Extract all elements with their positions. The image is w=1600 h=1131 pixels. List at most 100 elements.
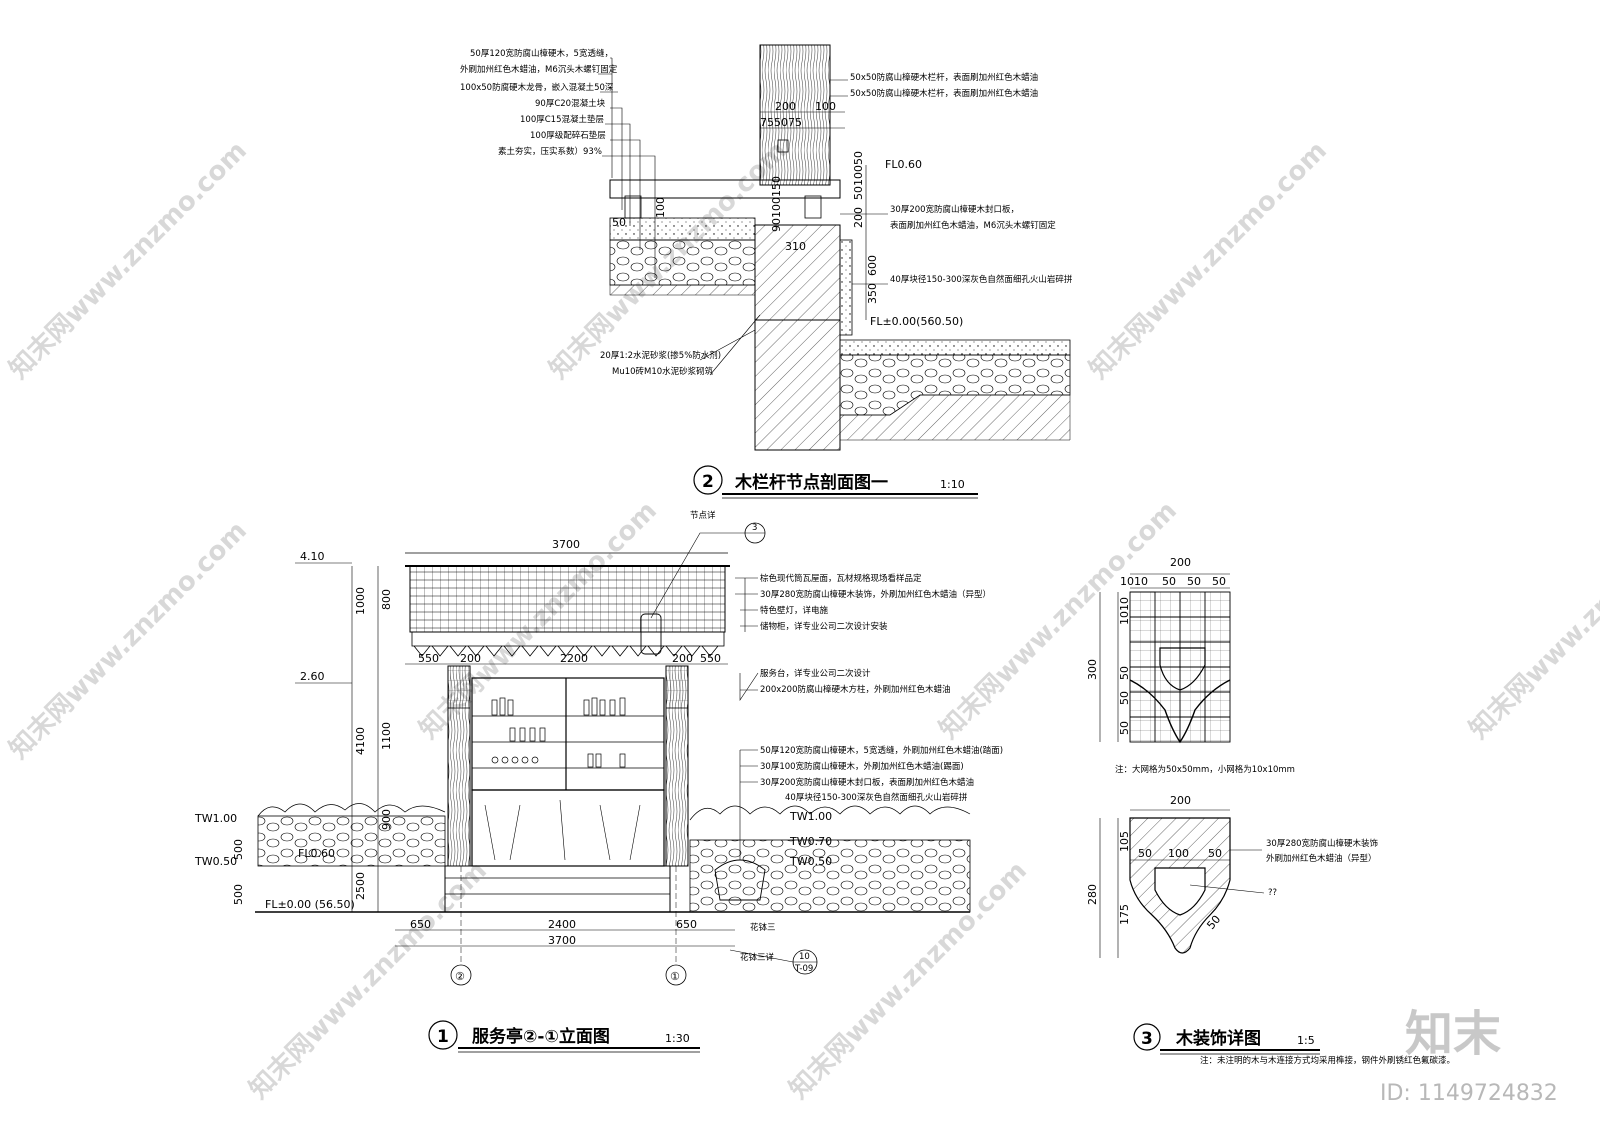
dim: 50 xyxy=(1118,721,1131,735)
dim: 50 xyxy=(1187,575,1201,588)
railing-post xyxy=(759,44,831,186)
level-label: FL±0.00(560.50) xyxy=(870,315,963,328)
dim: 50 xyxy=(1208,847,1222,860)
title-number: 1 xyxy=(437,1027,449,1047)
dim: 100 xyxy=(1168,847,1189,860)
note: 40厚块径150-300深灰色自然面细孔火山岩碎拼 xyxy=(890,274,1073,285)
brand-logo: 知末 xyxy=(1405,1006,1501,1062)
ref-tag: 节点详 xyxy=(690,510,716,521)
watermark-text: 知末网www.znzmo.com xyxy=(4,136,253,385)
axis-label: ① xyxy=(670,970,680,983)
brand-watermark: 知末 ID: 1149724832 xyxy=(1380,1006,1558,1106)
level-label: TW1.00 xyxy=(194,812,237,825)
drawing-1-left-dims: 1000 800 4100 2500 1100 900 500 500 4.10… xyxy=(194,550,832,912)
drawing-1-bottom-dims: 650 2400 650 3700 ② ① xyxy=(395,866,735,986)
dim: 2400 xyxy=(548,918,576,931)
note: 外刷加州红色木蜡油，M6沉头木螺钉固定 xyxy=(460,64,618,75)
level-label: TW0.50 xyxy=(194,855,237,868)
storage-cabinet xyxy=(471,677,665,791)
dim: 310 xyxy=(785,240,806,253)
note: 30厚200宽防腐山樟硬木封口板，表面刷加州红色木蜡油 xyxy=(760,777,974,788)
dim: 200 xyxy=(1170,794,1191,807)
watermark-text: 知末网www.znzmo.com xyxy=(4,516,253,765)
drawing-2-left-notes: 50厚120宽防腐山樟硬木，5宽透缝， 外刷加州红色木蜡油，M6沉头木螺钉固定 … xyxy=(460,48,656,278)
note: 100厚C15混凝土垫层 xyxy=(520,114,604,125)
dim: 600 xyxy=(866,255,879,276)
dim: 5010050 xyxy=(852,151,865,200)
drawing-2-right-notes: 50x50防腐山樟硬木栏杆，表面刷加州红色木蜡油 50x50防腐山樟硬木栏杆，表… xyxy=(830,72,1073,285)
note: 棕色现代筒瓦屋面，瓦材规格现场看样品定 xyxy=(760,573,922,584)
dim: 2200 xyxy=(560,652,588,665)
note: 素土夯实，压实系数）93% xyxy=(498,146,602,157)
dim: 1010 xyxy=(1118,597,1131,625)
dim: 4100 xyxy=(354,727,367,755)
dim: 50 xyxy=(1138,847,1152,860)
drawing-1-sub-dims: 550 200 2200 200 550 xyxy=(405,652,728,665)
dim: 755075 xyxy=(760,116,802,129)
note: 90厚C20混凝土块 xyxy=(535,98,606,109)
note: 100x50防腐硬木龙骨，嵌入混凝土50深 xyxy=(460,82,614,93)
dim: 105 xyxy=(1118,831,1131,852)
level-label: 2.60 xyxy=(300,670,325,683)
note: 30厚280宽防腐山樟硬木装饰 xyxy=(1266,838,1379,849)
dim: 1100 xyxy=(380,722,393,750)
detail-reference-3: 3 节点详 xyxy=(650,510,766,619)
note: 100厚级配碎石垫层 xyxy=(530,130,606,141)
title-text: 服务亭②-①立面图 xyxy=(472,1026,610,1047)
note: 外刷加州红色木蜡油（异型） xyxy=(1266,853,1377,864)
dim: 200 xyxy=(672,652,693,665)
title-scale: 1:30 xyxy=(665,1032,690,1045)
level-label: 4.10 xyxy=(300,550,325,563)
roof-fascia-scallops xyxy=(411,631,725,657)
dim: 200 xyxy=(852,207,865,228)
dim: 50 xyxy=(1162,575,1176,588)
note: ?? xyxy=(1268,888,1277,898)
axis-label: ② xyxy=(455,970,465,983)
note: 20厚1:2水泥砂浆(掺5%防水剂) xyxy=(600,350,721,361)
dim: 100 xyxy=(654,197,667,218)
title-scale: 1:10 xyxy=(940,478,965,491)
dim: 50 xyxy=(1118,666,1131,680)
drawing-2-section: 50厚120宽防腐山樟硬木，5宽透缝， 外刷加州红色木蜡油，M6沉头木螺钉固定 … xyxy=(460,44,1073,499)
title-text: 木栏杆节点剖面图一 xyxy=(734,472,888,493)
title-number: 3 xyxy=(1141,1029,1153,1049)
level-label: TW0.70 xyxy=(789,835,832,848)
dim: 3700 xyxy=(552,538,580,551)
note: 40厚块径150-300深灰色自然面细孔火山岩碎拼 xyxy=(785,792,968,803)
level-label: TW1.00 xyxy=(789,810,832,823)
drawing-3-title: 3 木装饰详图 1:5 xyxy=(1133,1023,1320,1055)
dim: 280 xyxy=(1086,884,1099,905)
brick-wall xyxy=(754,224,841,451)
dim: 500 xyxy=(232,839,245,860)
dim: 50 xyxy=(1118,691,1131,705)
drawing-1-elevation: 3700 xyxy=(194,510,1003,1053)
brand-id: ID: 1149724832 xyxy=(1380,1081,1558,1106)
dim: 90100150 xyxy=(770,176,783,232)
dim: 175 xyxy=(1118,904,1131,925)
note: 30厚280宽防腐山樟硬木装饰，外刷加州红色木蜡油（异型） xyxy=(760,589,991,600)
dim: 2500 xyxy=(354,872,367,900)
dim: 1000 xyxy=(354,587,367,615)
note: Mu10砖M10水泥砂浆砌筑 xyxy=(612,366,714,377)
flower-pot xyxy=(714,859,766,901)
ref-sheet: T-09 xyxy=(794,964,813,974)
note: 储物柜，详专业公司二次设计安装 xyxy=(760,621,888,632)
detail-reference-10: 10 T-09 花钵三详 xyxy=(729,949,818,975)
note: 30厚200宽防腐山樟硬木封口板， xyxy=(890,204,1019,215)
watermark-text: 知末网www.znzmo.com xyxy=(1464,496,1600,745)
note: 30厚100宽防腐山樟硬木，外刷加州红色木蜡油(踢面) xyxy=(760,761,964,772)
planting-wall-left xyxy=(257,815,446,867)
ref-tag: 花钵三详 xyxy=(740,952,775,963)
drawing-1-notes: 棕色现代筒瓦屋面，瓦材规格现场看样品定 30厚280宽防腐山樟硬木装饰，外刷加州… xyxy=(735,573,1003,860)
note: 50厚120宽防腐山樟硬木，5宽透缝，外刷加州红色木蜡油(踏面) xyxy=(760,745,1003,756)
service-counter xyxy=(471,789,665,867)
dim: 550 xyxy=(418,652,439,665)
roof-tiles xyxy=(409,565,726,633)
watermark-text: 知末网www.znzmo.com xyxy=(1084,136,1333,385)
dim: 1010 xyxy=(1120,575,1148,588)
planting-wall-right xyxy=(689,839,971,913)
note: 服务台，详专业公司二次设计 xyxy=(760,668,871,679)
note: 50x50防腐山樟硬木栏杆，表面刷加州红色木蜡油 xyxy=(850,88,1038,99)
drawing-3-detail: 200 1010 50 50 50 1010 300 50 50 50 注：大网… xyxy=(1086,556,1455,1066)
